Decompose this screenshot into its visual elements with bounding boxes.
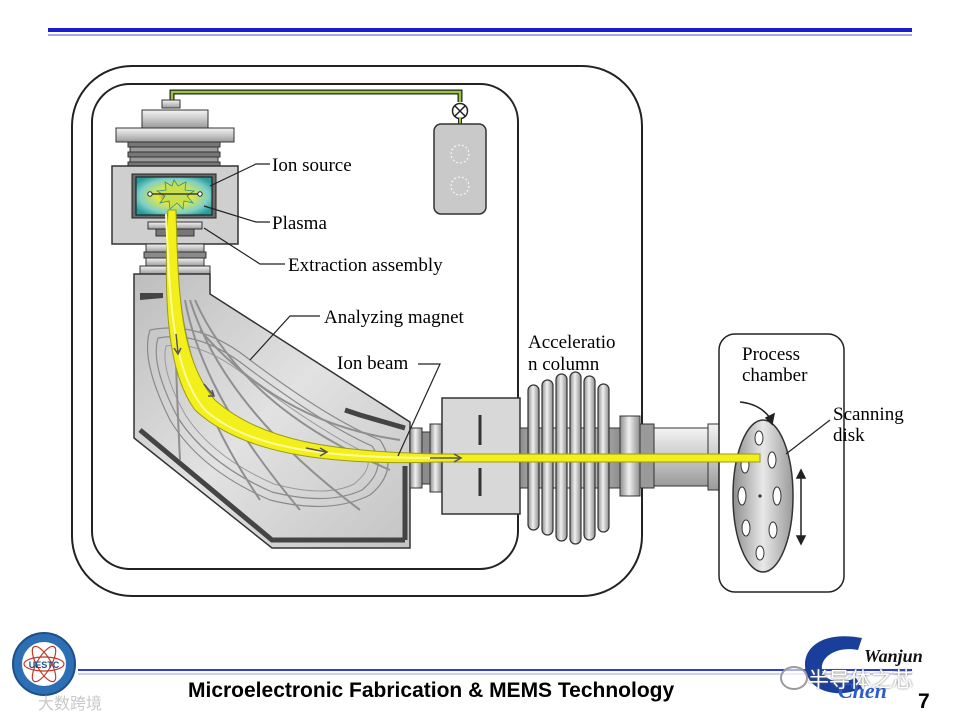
label-analyzing-magnet: Analyzing magnet [324,307,465,328]
label-acceleration-column-1: Acceleratio [528,332,616,353]
label-ion-beam: Ion beam [337,353,408,374]
page-number: 7 [918,690,930,713]
gas-supply [161,89,487,215]
footer-rule [78,669,912,675]
watermark-left: 大数跨境 [38,694,103,713]
footer-title: Microelectronic Fabrication & MEMS Techn… [188,679,675,702]
label-process-chamber-1: Process [742,344,800,365]
label-extraction-assembly: Extraction assembly [288,255,443,276]
watermark-right: 半导体之芯 [808,668,913,692]
wechat-icon [780,666,808,690]
acceleration-column [519,371,655,545]
scanning-disk [732,419,794,573]
label-scanning-disk-1: Scanning [833,404,904,425]
label-ion-source: Ion source [272,155,352,176]
author-signature: Wanjun [864,646,923,666]
ion-beam [165,209,761,464]
disk-motion-arrows [739,401,807,546]
leader-lines [203,163,831,457]
logo-text: UESTC [29,660,60,670]
label-process-chamber-2: chamber [742,365,808,386]
label-acceleration-column-2: n column [528,354,600,375]
brand-logo: Chen [804,636,887,703]
gas-bottle [433,123,487,215]
label-plasma: Plasma [272,213,327,234]
university-logo: UESTC [12,632,76,696]
label-scanning-disk-2: disk [833,425,865,446]
header-rule [48,28,912,36]
brand-mark-text: Chen [838,678,887,703]
